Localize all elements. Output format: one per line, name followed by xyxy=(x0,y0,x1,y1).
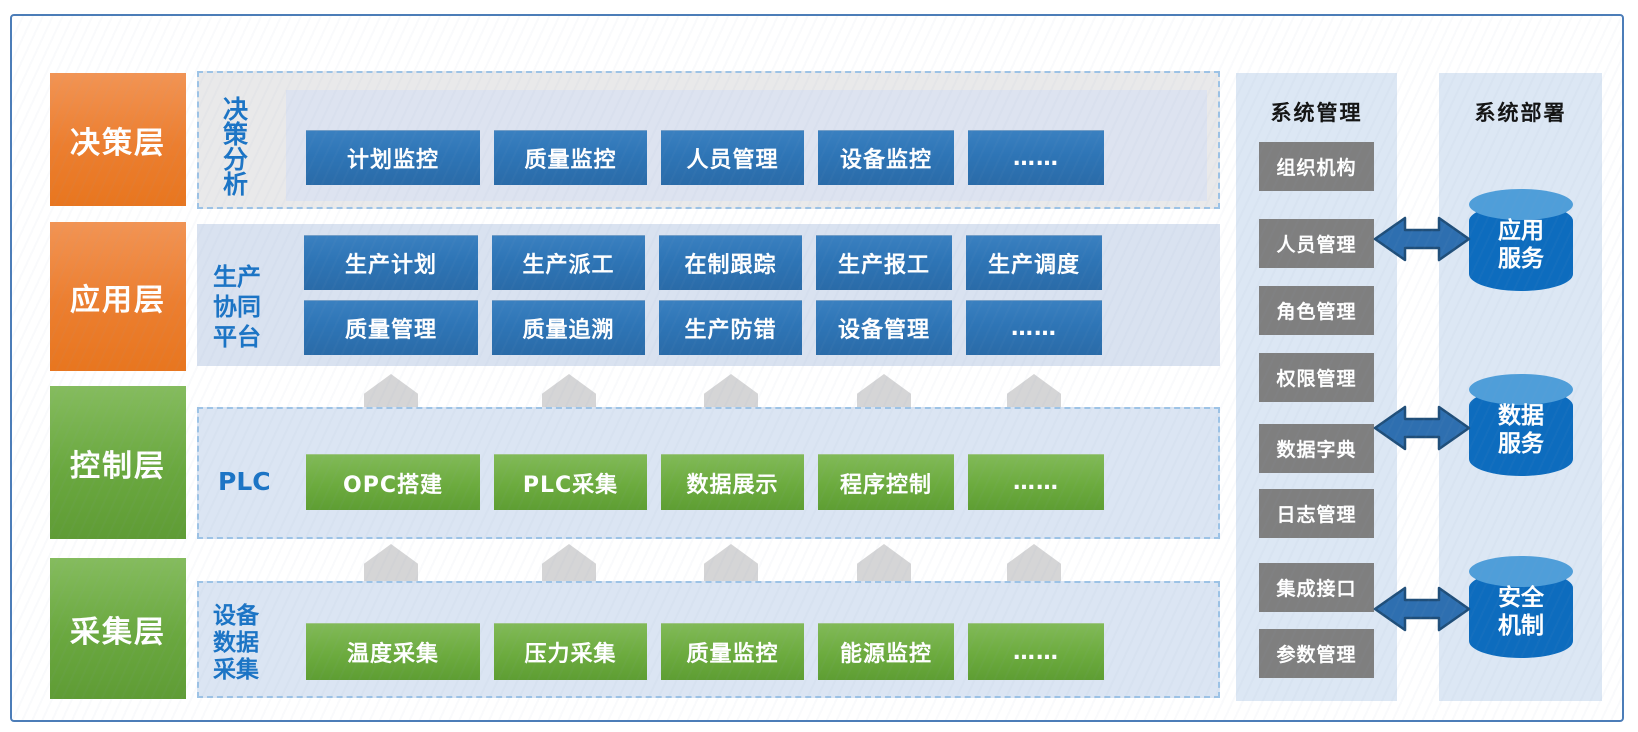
cylinder-label: 应用服务 xyxy=(1498,218,1544,272)
layer-box-application: 应用层 xyxy=(50,222,186,371)
double-arrow-icon xyxy=(1373,586,1471,632)
double-arrow-icon xyxy=(1373,405,1471,451)
cylinder-top xyxy=(1469,374,1573,405)
module-button: 数据展示 xyxy=(661,454,804,510)
layer-box-control: 控制层 xyxy=(50,386,186,539)
side-label-control: PLC xyxy=(218,467,271,496)
sys-item: 集成接口 xyxy=(1259,563,1374,612)
module-button: …… xyxy=(968,130,1104,185)
module-button: 在制跟踪 xyxy=(659,235,802,290)
row-panel-control: PLC OPC搭建 PLC采集 数据展示 程序控制 …… xyxy=(197,407,1220,539)
layer-box-decision: 决策层 xyxy=(50,73,186,206)
module-button: 压力采集 xyxy=(494,623,647,680)
module-button: 质量管理 xyxy=(304,300,478,355)
layer-box-collection: 采集层 xyxy=(50,558,186,699)
system-deployment-title: 系统部署 xyxy=(1474,101,1567,125)
diagram-frame: 决策层 应用层 控制层 采集层 决策分析 计划监控 质量监控 人员管理 设备监控… xyxy=(10,14,1624,722)
module-button: 计划监控 xyxy=(306,130,480,185)
module-button: 生产防错 xyxy=(659,300,802,355)
layer-label: 控制层 xyxy=(70,448,166,484)
layer-label: 决策层 xyxy=(70,125,166,161)
cylinder-top xyxy=(1469,189,1573,220)
module-button: 设备监控 xyxy=(818,130,954,185)
side-label-collection: 设备数据采集 xyxy=(213,603,259,683)
database-cylinder-app-service: 应用服务 xyxy=(1469,189,1573,291)
module-button: 能源监控 xyxy=(818,623,954,680)
sys-item: 权限管理 xyxy=(1259,353,1374,402)
module-button: 生产调度 xyxy=(966,235,1102,290)
cylinder-top xyxy=(1469,556,1573,587)
side-label-decision: 决策分析 xyxy=(223,95,249,199)
double-arrow-icon xyxy=(1373,216,1471,262)
cylinder-label: 安全机制 xyxy=(1498,585,1544,639)
sys-item: 日志管理 xyxy=(1259,489,1374,538)
database-cylinder-security: 安全机制 xyxy=(1469,556,1573,658)
module-button: 温度采集 xyxy=(306,623,480,680)
module-button: 质量监控 xyxy=(661,623,804,680)
module-button: 生产计划 xyxy=(304,235,478,290)
module-button: 生产派工 xyxy=(492,235,645,290)
sys-item: 参数管理 xyxy=(1259,629,1374,678)
module-button: …… xyxy=(966,300,1102,355)
module-button: …… xyxy=(968,623,1104,680)
module-button: 质量监控 xyxy=(494,130,647,185)
sys-item: 组织机构 xyxy=(1259,142,1374,191)
cylinder-label: 数据服务 xyxy=(1498,403,1544,457)
sys-item: 角色管理 xyxy=(1259,286,1374,335)
module-button: OPC搭建 xyxy=(306,454,480,510)
row-panel-collection: 设备数据采集 温度采集 压力采集 质量监控 能源监控 …… xyxy=(197,581,1220,698)
sys-item: 人员管理 xyxy=(1259,219,1374,268)
system-deployment-panel: 系统部署 应用服务 数据服务 安全机制 xyxy=(1439,73,1602,701)
system-management-panel: 系统管理 组织机构 人员管理 角色管理 权限管理 数据字典 日志管理 集成接口 … xyxy=(1236,73,1397,701)
module-button: …… xyxy=(968,454,1104,510)
module-button: 生产报工 xyxy=(816,235,952,290)
side-label-application: 生产协同平台 xyxy=(213,263,261,351)
system-management-title: 系统管理 xyxy=(1270,101,1363,125)
module-button: 程序控制 xyxy=(818,454,954,510)
row-panel-application: 生产协同平台 生产计划 生产派工 在制跟踪 生产报工 生产调度 质量管理 质量追… xyxy=(197,224,1220,366)
module-button: 质量追溯 xyxy=(492,300,645,355)
module-button: 人员管理 xyxy=(661,130,804,185)
module-button: PLC采集 xyxy=(494,454,647,510)
module-button: 设备管理 xyxy=(816,300,952,355)
layer-label: 采集层 xyxy=(70,614,166,650)
layer-label: 应用层 xyxy=(70,282,166,318)
database-cylinder-data-service: 数据服务 xyxy=(1469,374,1573,476)
row-panel-decision: 决策分析 计划监控 质量监控 人员管理 设备监控 …… xyxy=(197,71,1220,209)
sys-item: 数据字典 xyxy=(1259,424,1374,473)
